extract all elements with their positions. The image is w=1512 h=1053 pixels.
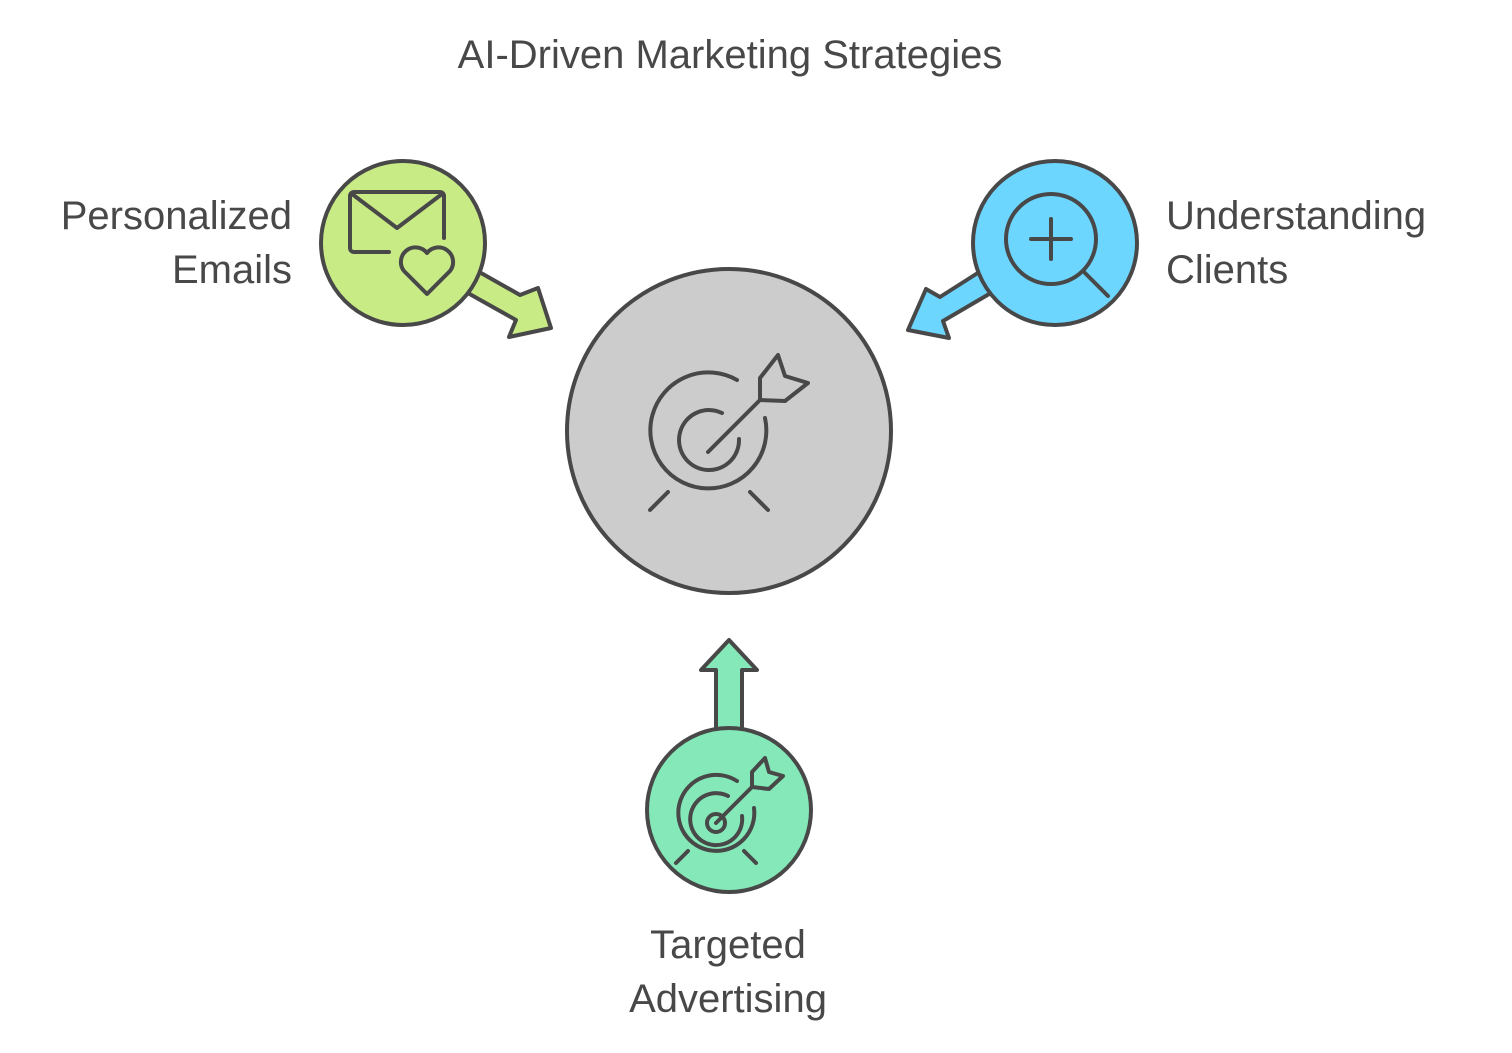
mail-heart-icon <box>348 190 456 296</box>
target-arrow-icon <box>648 353 810 512</box>
target-arrow-icon <box>674 756 785 865</box>
node-circle-personalized-emails <box>319 159 487 327</box>
zoom-in-icon <box>1004 192 1110 298</box>
node-understanding-clients <box>906 159 1139 340</box>
arrow-personalized-emails <box>464 267 553 339</box>
label-targeted-advertising: Targeted Advertising <box>568 918 888 1026</box>
label-line: Targeted <box>650 923 806 967</box>
diagram-title: AI-Driven Marketing Strategies <box>457 33 1003 77</box>
label-understanding-clients: Understanding Clients <box>1166 189 1486 297</box>
label-line: Emails <box>171 248 292 292</box>
label-personalized-emails: Personalized Emails <box>20 189 292 297</box>
node-circle-understanding-clients <box>971 159 1139 327</box>
node-targeted-advertising <box>645 638 813 894</box>
label-line: Clients <box>1166 248 1289 292</box>
center-node <box>565 267 893 595</box>
arrow-understanding-clients <box>906 267 998 340</box>
node-personalized-emails <box>319 159 553 339</box>
label-line: Personalized <box>60 194 292 238</box>
label-line: Understanding <box>1166 194 1427 238</box>
label-line: Advertising <box>629 977 827 1021</box>
